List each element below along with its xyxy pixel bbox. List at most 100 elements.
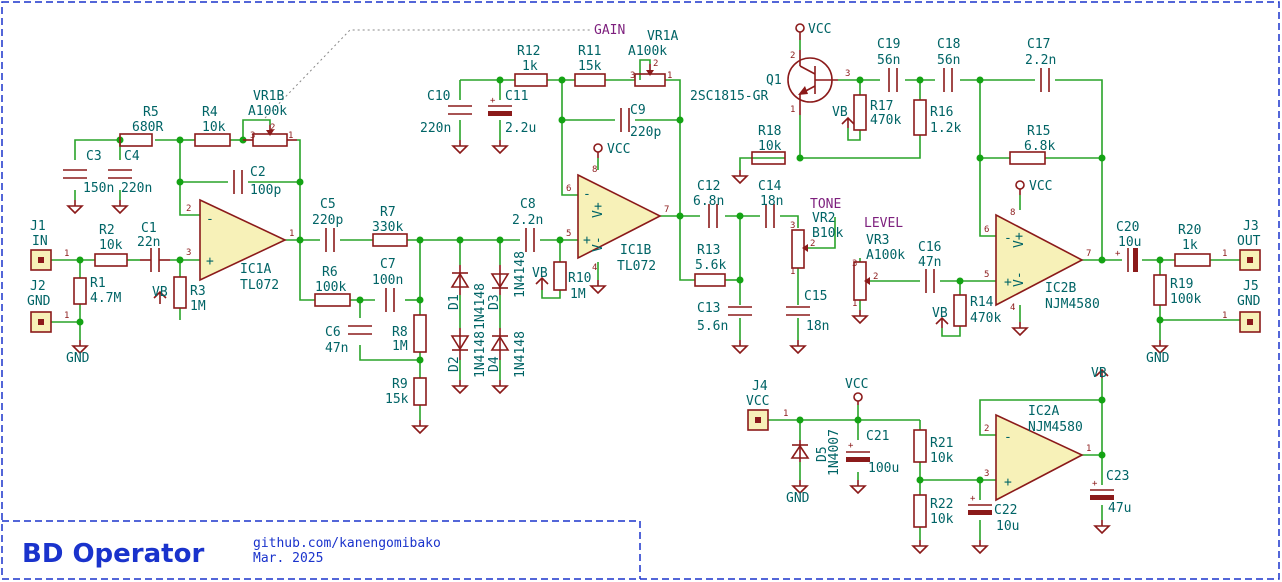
svg-text:-: - xyxy=(1004,231,1012,246)
svg-text:R5: R5 xyxy=(143,105,159,120)
svg-text:GND: GND xyxy=(1146,351,1170,366)
svg-text:VR3: VR3 xyxy=(866,233,889,248)
svg-text:C9: C9 xyxy=(630,103,646,118)
svg-text:6.8k: 6.8k xyxy=(1024,139,1055,154)
svg-text:330k: 330k xyxy=(372,220,403,235)
svg-text:R12: R12 xyxy=(517,44,540,59)
svg-text:10u: 10u xyxy=(996,519,1019,534)
svg-text:+: + xyxy=(1092,479,1098,489)
svg-text:A100k: A100k xyxy=(248,104,287,119)
svg-text:+: + xyxy=(206,254,214,269)
svg-text:IC2B: IC2B xyxy=(1045,281,1076,296)
svg-text:3: 3 xyxy=(852,259,857,269)
svg-text:2: 2 xyxy=(873,272,878,282)
svg-text:+: + xyxy=(1004,275,1012,290)
svg-text:+: + xyxy=(970,494,976,504)
svg-text:VR1B: VR1B xyxy=(253,89,284,104)
revision-date: Mar. 2025 xyxy=(253,551,323,566)
svg-text:3: 3 xyxy=(984,469,989,479)
svg-text:GND: GND xyxy=(66,351,90,366)
svg-text:1: 1 xyxy=(790,105,795,115)
svg-text:A100k: A100k xyxy=(628,44,667,59)
svg-text:V-: V- xyxy=(591,236,606,252)
svg-text:VB: VB xyxy=(152,285,168,300)
svg-text:R2: R2 xyxy=(99,223,115,238)
svg-text:C21: C21 xyxy=(866,429,889,444)
svg-text:J3: J3 xyxy=(1243,219,1259,234)
connector-j1: J1 IN 1 xyxy=(30,219,69,271)
svg-text:+: + xyxy=(1004,475,1012,490)
connector-j2: J2 GND 1 xyxy=(27,279,69,333)
diode-d1: D1 1N4148 xyxy=(447,265,488,330)
net-label-gain: GAIN xyxy=(594,23,625,38)
svg-text:3: 3 xyxy=(845,69,850,79)
svg-text:470k: 470k xyxy=(970,311,1001,326)
svg-text:2: 2 xyxy=(653,59,658,69)
svg-text:1: 1 xyxy=(783,409,788,419)
svg-text:C15: C15 xyxy=(804,289,827,304)
svg-text:R20: R20 xyxy=(1178,223,1201,238)
svg-text:1M: 1M xyxy=(392,339,408,354)
svg-text:C18: C18 xyxy=(937,37,960,52)
svg-text:R9: R9 xyxy=(392,377,408,392)
diode-d4: D4 1N4148 xyxy=(487,328,528,378)
svg-text:10k: 10k xyxy=(930,451,954,466)
svg-text:56n: 56n xyxy=(877,53,900,68)
svg-text:R4: R4 xyxy=(202,105,218,120)
svg-text:GND: GND xyxy=(786,491,810,506)
svg-text:VCC: VCC xyxy=(845,377,868,392)
svg-text:VB: VB xyxy=(832,105,848,120)
svg-text:2SC1815-GR: 2SC1815-GR xyxy=(690,89,768,104)
svg-text:R1: R1 xyxy=(90,276,106,291)
svg-text:2.2u: 2.2u xyxy=(505,121,536,136)
title-block-border xyxy=(2,520,641,579)
svg-text:+: + xyxy=(583,233,591,248)
svg-text:C23: C23 xyxy=(1106,469,1129,484)
svg-text:1: 1 xyxy=(790,267,795,277)
svg-text:R10: R10 xyxy=(568,271,591,286)
svg-text:100k: 100k xyxy=(1170,292,1201,307)
connector-j3: J3 OUT 1 xyxy=(1222,219,1261,271)
svg-text:C11: C11 xyxy=(505,89,528,104)
svg-text:1: 1 xyxy=(1222,311,1227,321)
svg-text:2: 2 xyxy=(270,123,275,133)
svg-text:15k: 15k xyxy=(385,392,409,407)
svg-text:8: 8 xyxy=(592,165,597,175)
svg-text:C1: C1 xyxy=(141,221,157,236)
svg-text:J5: J5 xyxy=(1243,279,1259,294)
svg-text:1: 1 xyxy=(852,299,857,309)
svg-text:C7: C7 xyxy=(380,257,396,272)
svg-text:V-: V- xyxy=(1012,271,1027,287)
svg-text:100u: 100u xyxy=(868,461,899,476)
svg-text:18n: 18n xyxy=(760,194,783,209)
net-label-level: LEVEL xyxy=(864,216,903,231)
svg-text:NJM4580: NJM4580 xyxy=(1028,420,1083,435)
svg-text:VCC: VCC xyxy=(607,142,630,157)
svg-text:R16: R16 xyxy=(930,105,953,120)
svg-text:680R: 680R xyxy=(132,120,163,135)
svg-text:5.6k: 5.6k xyxy=(695,258,726,273)
svg-text:1N4148: 1N4148 xyxy=(513,331,528,378)
svg-text:J4: J4 xyxy=(752,379,768,394)
svg-text:6: 6 xyxy=(984,225,989,235)
